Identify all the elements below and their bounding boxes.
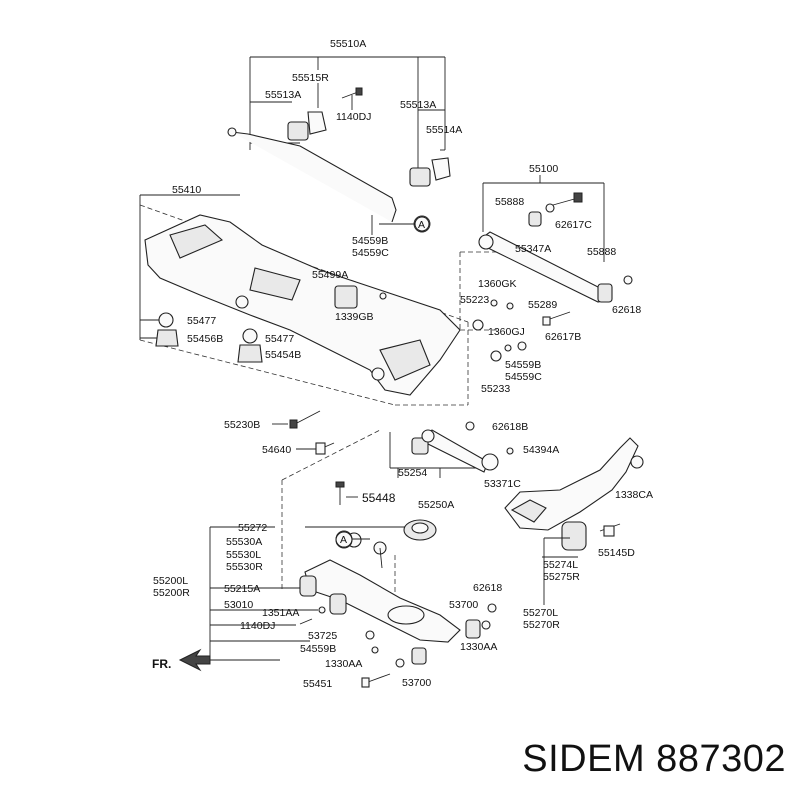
label-54559C: 54559C	[352, 247, 389, 259]
label-55270L: 55270L	[523, 607, 558, 619]
label-1330AA: 1330AA	[460, 641, 497, 653]
label-55456B: 55456B	[187, 333, 223, 345]
label-55515R: 55515R	[292, 72, 329, 84]
product-caption: SIDEM 887302	[522, 738, 786, 780]
label-55215A: 55215A	[224, 583, 260, 595]
label-55347A: 55347A	[515, 243, 551, 255]
label-55233: 55233	[481, 383, 510, 395]
label-1140DJ: 1140DJ	[240, 620, 275, 632]
part-labels: 55510A 55515R 55513A 1140DJ 55513A 55514…	[152, 38, 653, 690]
label-55100: 55100	[529, 163, 558, 175]
label-53700: 53700	[449, 599, 478, 611]
label-55410: 55410	[172, 184, 201, 196]
label-55230B: 55230B	[224, 419, 260, 431]
label-55530A: 55530A	[226, 536, 262, 548]
label-54394A: 54394A	[523, 444, 559, 456]
label-55510A: 55510A	[330, 38, 366, 50]
label-55888: 55888	[495, 196, 524, 208]
label-1339GB: 1339GB	[335, 311, 374, 323]
front-label: FR.	[152, 657, 171, 671]
label-1360GJ: 1360GJ	[488, 326, 525, 338]
callout-a: A	[418, 219, 425, 231]
label-55272: 55272	[238, 522, 267, 534]
callout-a-circle	[413, 215, 431, 233]
label-55477: 55477	[265, 333, 294, 345]
label-62618: 62618	[612, 304, 641, 316]
label-55530R: 55530R	[226, 561, 263, 573]
label-53371C: 53371C	[484, 478, 521, 490]
label-54559C: 54559C	[505, 371, 542, 383]
label-55200R: 55200R	[153, 587, 190, 599]
label-1330AA: 1330AA	[325, 658, 362, 670]
label-62618: 62618	[473, 582, 502, 594]
label-62617C: 62617C	[555, 219, 592, 231]
label-55200L: 55200L	[153, 575, 188, 587]
label-1338CA: 1338CA	[615, 489, 653, 501]
label-54559B: 54559B	[505, 359, 541, 371]
label-55289: 55289	[528, 299, 557, 311]
label-1140DJ: 1140DJ	[336, 111, 371, 123]
label-55454B: 55454B	[265, 349, 301, 361]
label-55254: 55254	[398, 467, 427, 479]
label-53725: 53725	[308, 630, 337, 642]
label-55274L: 55274L	[543, 559, 578, 571]
lower-arm-group	[209, 429, 497, 688]
upper-arm-group	[459, 175, 633, 362]
label-53700: 53700	[402, 677, 431, 689]
label-55513A: 55513A	[400, 99, 436, 111]
assist-arm-group	[389, 421, 514, 478]
label-55223: 55223	[460, 294, 489, 306]
label-54640: 54640	[262, 444, 291, 456]
label-55499A: 55499A	[312, 269, 348, 281]
label-55888: 55888	[587, 246, 616, 258]
stabilizer-bar-group	[227, 56, 451, 235]
label-54559B: 54559B	[352, 235, 388, 247]
callout-a: A	[340, 534, 347, 546]
crossmember-group	[139, 194, 469, 505]
label-53010: 53010	[224, 599, 253, 611]
label-55451: 55451	[303, 678, 332, 690]
label-54559B: 54559B	[300, 643, 336, 655]
label-55530L: 55530L	[226, 549, 261, 561]
label-55513A: 55513A	[265, 89, 301, 101]
label-1351AA: 1351AA	[262, 607, 299, 619]
front-arrow-icon	[178, 648, 211, 672]
label-55270R: 55270R	[523, 619, 560, 631]
label-55275R: 55275R	[543, 571, 580, 583]
label-55145D: 55145D	[598, 547, 635, 559]
label-55514A: 55514A	[426, 124, 462, 136]
label-62617B: 62617B	[545, 331, 581, 343]
label-55250A: 55250A	[418, 499, 454, 511]
label-55477: 55477	[187, 315, 216, 327]
label-1360GK: 1360GK	[478, 278, 517, 290]
label-55448: 55448	[362, 491, 396, 505]
trailing-arm-group	[504, 437, 644, 605]
label-62618B: 62618B	[492, 421, 528, 433]
